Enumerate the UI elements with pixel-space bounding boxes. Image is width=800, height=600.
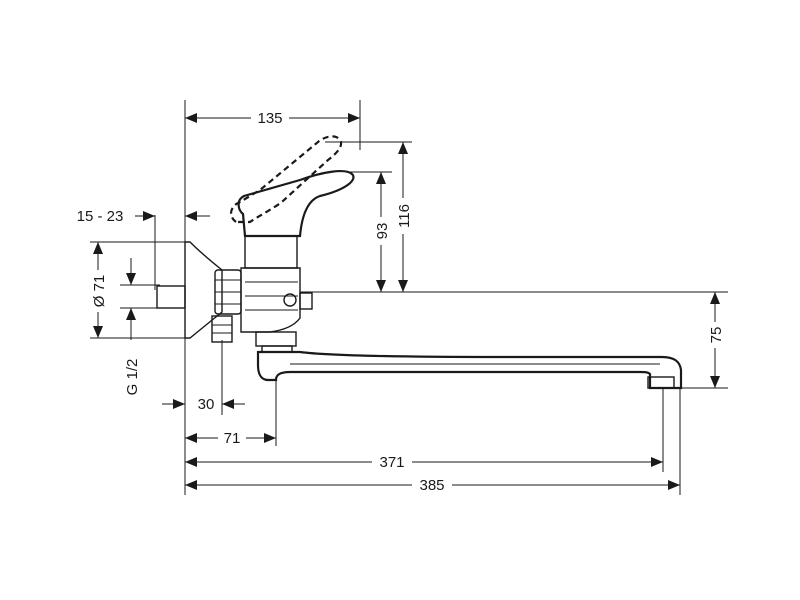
wall-flange <box>156 241 223 339</box>
mixer-body <box>240 235 313 357</box>
dimension-371-label: 371 <box>379 454 404 471</box>
dimension-30-label: 30 <box>198 396 215 413</box>
dimension-93-label: 93 <box>374 223 391 240</box>
eccentric-connector <box>211 269 242 343</box>
dimension-116-label: 116 <box>396 204 413 228</box>
dimension-371: 371 <box>185 451 663 471</box>
dimension-116: 116 <box>393 142 413 292</box>
dimension-93: 93 <box>371 172 391 292</box>
dimension-385-label: 385 <box>419 477 444 494</box>
dimension-flange-diameter-label: Ø 71 <box>91 275 108 308</box>
dimension-thread: G 1/2 <box>124 258 141 395</box>
dimension-71-offset-label: 71 <box>224 430 241 447</box>
dimension-135-label: 135 <box>257 110 282 127</box>
dimension-75-label: 75 <box>708 327 725 344</box>
dimension-71-offset: 71 <box>185 428 276 448</box>
dimension-flange-diameter: Ø 71 <box>88 242 108 338</box>
lever-handle <box>237 170 355 238</box>
dimension-75: 75 <box>705 292 725 388</box>
dimension-wall-gap: 15 - 23 <box>77 208 210 225</box>
lever-handle-open-outline <box>230 135 343 224</box>
dimension-135: 135 <box>185 107 360 127</box>
dimension-thread-label: G 1/2 <box>124 359 141 396</box>
dimension-wall-gap-label: 15 - 23 <box>77 208 124 225</box>
extension-lines <box>90 100 728 495</box>
dimension-385: 385 <box>185 474 680 494</box>
swivel-spout <box>256 350 683 390</box>
dimension-30: 30 <box>162 396 245 413</box>
